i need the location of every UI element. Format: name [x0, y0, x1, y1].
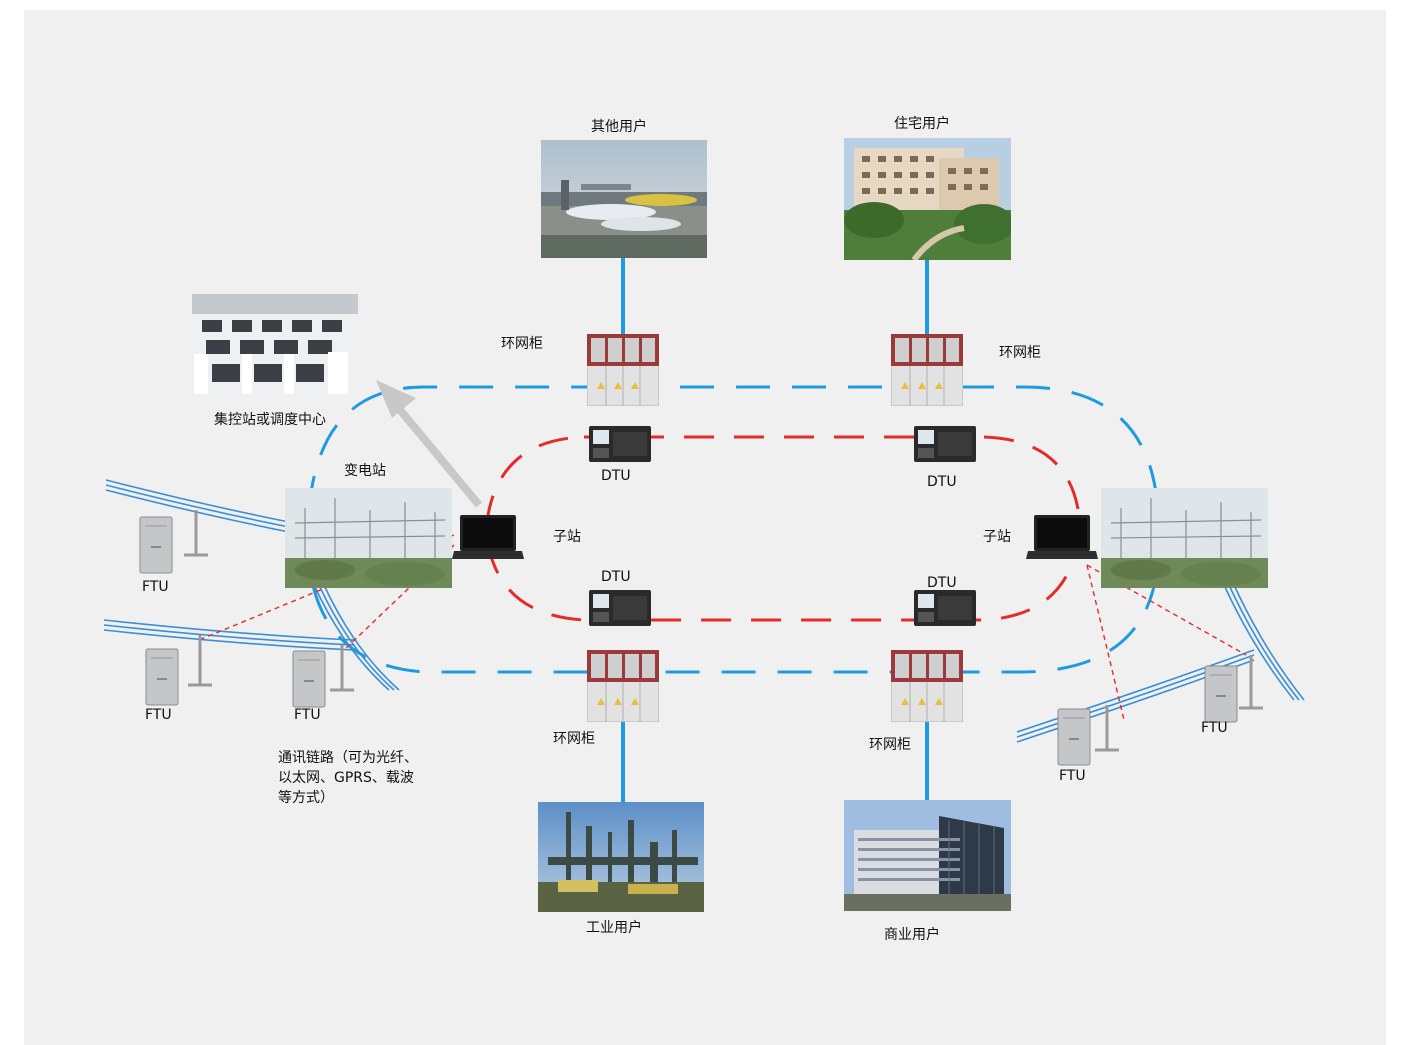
ring-main-unit-top-right [890, 333, 964, 410]
ring-main-unit-top-left [586, 333, 660, 410]
dtu-bottom-right-label: DTU [927, 575, 957, 591]
industrial-users-label: 工业用户 [586, 920, 642, 936]
rmu-top-right-label: 环网柜 [999, 345, 1041, 361]
industrial-users-photo [538, 802, 704, 912]
left-substation-photo [285, 488, 452, 588]
control-center-photo [192, 294, 358, 397]
ftu-left-bottom-b [292, 650, 326, 712]
left-laptop-icon [452, 513, 524, 565]
dtu-top-right [914, 426, 976, 466]
dtu-top-left [589, 426, 651, 466]
outer-ring-link [308, 385, 1159, 674]
right-laptop-icon [1026, 513, 1098, 565]
right-substation-photo [1101, 488, 1268, 588]
ftu-right-top [1204, 665, 1238, 727]
ring-main-unit-bottom-left [586, 649, 660, 726]
comm-note-line-1: 通讯链路（可为光纤、 [278, 750, 418, 766]
rmu-bottom-right-label: 环网柜 [869, 737, 911, 753]
ftu-left-bottom-a [145, 648, 179, 710]
other-users-label: 其他用户 [591, 119, 647, 135]
ftu-left-bottom-a-label: FTU [145, 707, 172, 723]
diagram-canvas: 其他用户 住宅用户 [24, 10, 1386, 1045]
ring-main-unit-bottom-right [890, 649, 964, 726]
right-power-lines [1016, 584, 1305, 743]
rmu-bottom-left-label: 环网柜 [553, 731, 595, 747]
uplink-arrow [392, 402, 483, 508]
left-power-lines [103, 479, 400, 691]
ftu-right-bottom [1057, 708, 1091, 770]
ftu-left-bottom-b-label: FTU [294, 707, 321, 723]
comm-note-line-2: 以太网、GPRS、载波 [278, 770, 414, 786]
uplink-arrowhead [376, 380, 416, 418]
comm-note-line-3: 等方式） [278, 790, 334, 806]
ftu-right-bottom-label: FTU [1059, 768, 1086, 784]
dtu-bottom-left [589, 590, 651, 630]
comm-link-note: 通讯链路（可为光纤、 以太网、GPRS、载波 等方式） [278, 748, 418, 808]
control-center-label: 集控站或调度中心 [214, 412, 326, 428]
left-substation-label: 变电站 [344, 463, 386, 479]
dtu-bottom-left-label: DTU [601, 569, 631, 585]
dtu-bottom-right [914, 590, 976, 630]
other-users-photo [541, 140, 707, 258]
ftu-left-top-label: FTU [142, 579, 169, 595]
residential-users-photo [844, 138, 1011, 260]
residential-users-label: 住宅用户 [894, 116, 950, 132]
utility-poles [184, 510, 1263, 752]
ftu-right-top-label: FTU [1201, 720, 1228, 736]
dtu-top-left-label: DTU [601, 468, 631, 484]
ftu-left-top [139, 516, 173, 578]
left-substation-station-label: 子站 [553, 529, 581, 545]
right-substation-station-label: 子站 [983, 529, 1011, 545]
commercial-users-photo [844, 800, 1011, 911]
commercial-users-label: 商业用户 [884, 927, 940, 943]
rmu-top-left-label: 环网柜 [501, 336, 543, 352]
dtu-top-right-label: DTU [927, 474, 957, 490]
